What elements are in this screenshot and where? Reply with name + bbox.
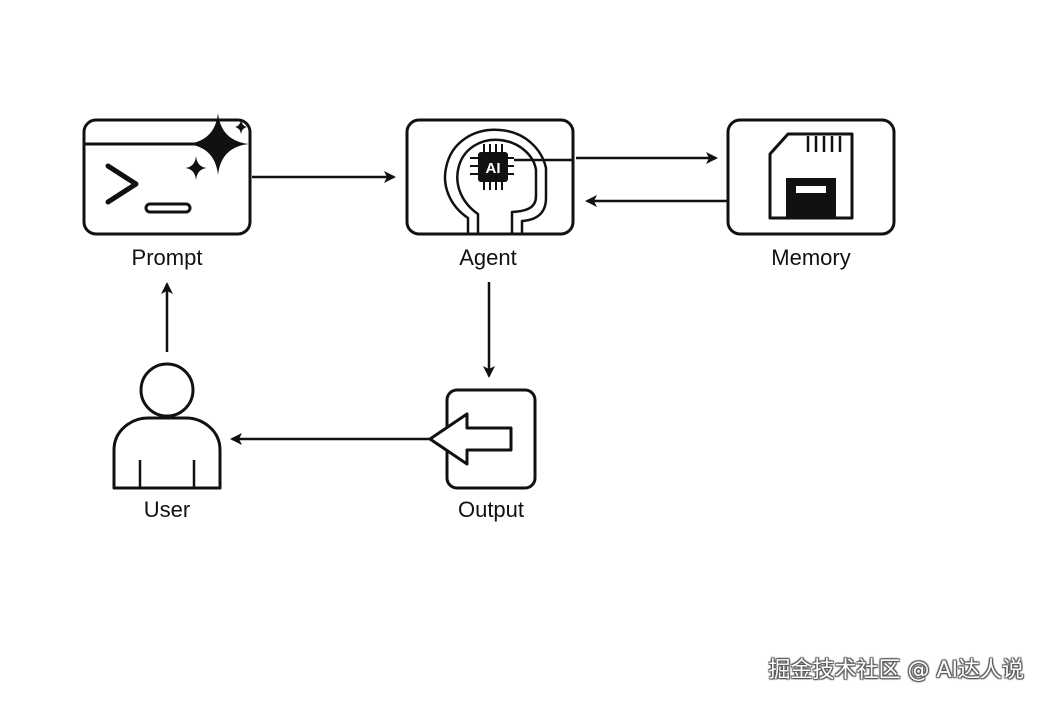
ai-chip-text: AI <box>486 160 501 177</box>
output-node <box>428 388 537 490</box>
prompt-node <box>82 113 252 236</box>
agent-node: AI <box>405 118 575 236</box>
prompt-label: Prompt <box>131 245 203 270</box>
ai-head-icon: AI <box>443 128 573 234</box>
memory-box <box>726 118 896 236</box>
terminal-icon <box>105 163 192 214</box>
sparkle-icon <box>185 113 249 180</box>
watermark: 掘金技术社区 @ AI达人说 <box>768 658 1024 683</box>
output-label: Output <box>457 497 525 522</box>
memory-node <box>726 118 896 236</box>
user-label: User <box>143 497 191 522</box>
memory-label: Memory <box>771 245 851 270</box>
agent-box <box>405 118 575 236</box>
agent-label: Agent <box>459 245 517 270</box>
prompt-box <box>82 118 252 236</box>
output-arrow-icon <box>428 412 513 466</box>
memory-card-icon <box>768 132 854 220</box>
user-icon <box>112 362 222 490</box>
